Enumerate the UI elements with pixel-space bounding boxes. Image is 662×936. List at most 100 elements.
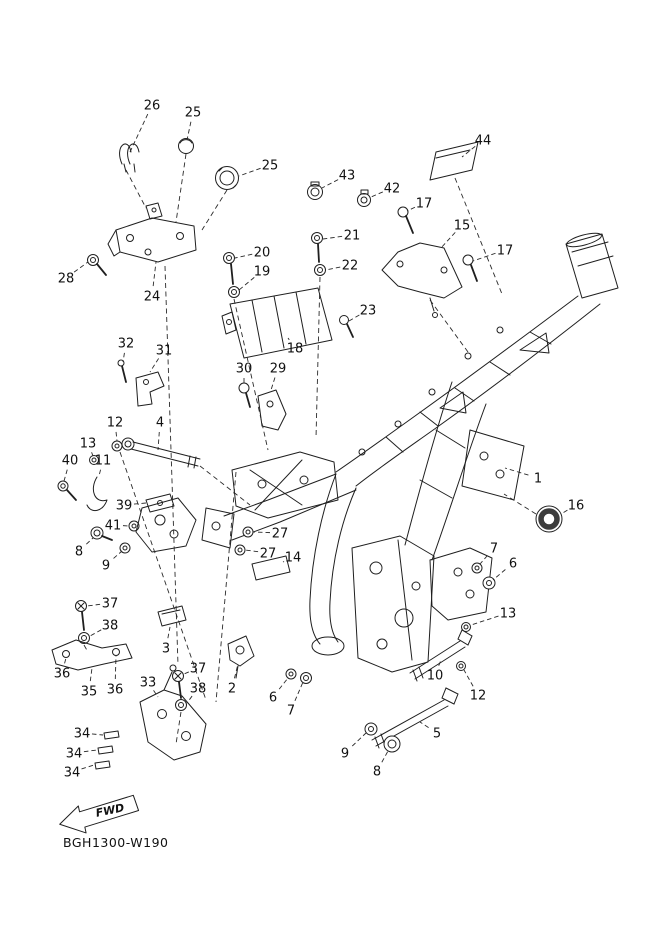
leader-line-17 [472, 252, 496, 262]
leader-line-31 [149, 358, 160, 373]
fwd-label: FWD [95, 801, 126, 820]
leader-line-8 [86, 537, 94, 545]
bracket-15 [381, 242, 463, 318]
callout-16: 16 [568, 499, 585, 514]
leader-line-34 [83, 749, 98, 753]
bolt-5 [371, 687, 459, 749]
callout-9: 9 [102, 559, 110, 574]
leader-line-8 [381, 750, 389, 763]
leader-line-12 [115, 431, 118, 442]
rivets-34 [94, 730, 120, 770]
callout-32: 32 [118, 337, 135, 352]
leader-line-34 [91, 733, 104, 736]
leader-line-13 [470, 615, 499, 626]
callout-6: 6 [509, 557, 517, 572]
callout-20: 20 [254, 246, 271, 261]
leader-line-9 [351, 732, 367, 747]
leader-line-17 [406, 206, 416, 212]
bolt-20-washer-19 [223, 252, 240, 298]
bracket-33 [139, 664, 207, 761]
leader-line-12 [463, 669, 474, 687]
leader-line-9 [113, 550, 123, 559]
leader-line-36 [114, 655, 117, 680]
washers-27 [234, 526, 254, 556]
leader-line-22 [325, 266, 341, 271]
bolt-8-left [90, 526, 113, 541]
callout-18: 18 [287, 342, 304, 357]
callout-7: 7 [490, 542, 498, 557]
callout-43: 43 [339, 169, 356, 184]
callout-6: 6 [269, 691, 277, 706]
plate-39 [145, 493, 175, 513]
leader-line-38 [186, 695, 193, 704]
leader-line-37 [86, 603, 101, 607]
leader-line-24 [152, 261, 157, 287]
swingarm-bracket [351, 535, 493, 673]
callout-40: 40 [62, 454, 79, 469]
down-tube [309, 473, 357, 656]
mount-bracket-left [135, 497, 197, 553]
callout-5: 5 [433, 727, 441, 742]
leader-line-32 [122, 352, 125, 363]
washer-12-right [456, 661, 466, 671]
leader-line-10 [438, 659, 442, 666]
bolt-40 [57, 480, 77, 501]
bracket-31 [135, 371, 165, 407]
caps-25 [178, 138, 239, 190]
callout-17: 17 [497, 244, 514, 259]
callout-9: 9 [341, 747, 349, 762]
callout-26: 26 [144, 99, 161, 114]
leader-line-11 [98, 469, 102, 477]
callout-21: 21 [344, 229, 361, 244]
callout-3: 3 [162, 642, 170, 657]
bolt-21-washer-22 [311, 232, 326, 276]
leader-line-39 [133, 502, 147, 505]
callout-23: 23 [360, 304, 377, 319]
callout-27: 27 [260, 547, 277, 562]
leader-line-14 [282, 561, 285, 563]
leader-line-27 [252, 531, 271, 534]
leader-line-20 [234, 253, 253, 259]
bolt-37-washer-38-mid [172, 670, 187, 711]
callout-30: 30 [236, 362, 253, 377]
bolt-28 [87, 254, 107, 276]
bracket-2 [227, 635, 255, 679]
leader-line-13 [91, 452, 94, 457]
leader-line-27 [244, 549, 259, 553]
callout-12: 12 [470, 689, 487, 704]
callout-10: 10 [427, 669, 444, 684]
callout-38: 38 [102, 619, 119, 634]
washer-13-left [89, 455, 99, 465]
callout-31: 31 [156, 344, 173, 359]
callout-34: 34 [74, 727, 91, 742]
callout-33: 33 [140, 676, 157, 691]
pad-3 [157, 605, 187, 627]
callout-34: 34 [66, 747, 83, 762]
leader-line-6 [492, 569, 506, 581]
fwd-arrow: FWD [59, 794, 140, 834]
leader-line-28 [73, 261, 89, 273]
leader-line-29 [270, 377, 276, 391]
callout-38: 38 [190, 682, 207, 697]
callout-22: 22 [342, 259, 359, 274]
hook-11 [86, 476, 108, 512]
callout-28: 28 [58, 272, 75, 287]
callout-25: 25 [185, 106, 202, 121]
washers-6-7-right [471, 562, 496, 590]
leader-line-23 [348, 314, 360, 322]
leader-line-26 [129, 113, 149, 153]
plate-14 [251, 555, 291, 581]
washer-13-right [461, 622, 471, 632]
bracket-24-assembly [107, 202, 197, 263]
callout-13: 13 [500, 607, 517, 622]
callout-13: 13 [80, 437, 97, 452]
leader-line-18 [287, 337, 290, 341]
callout-1: 1 [534, 472, 542, 487]
leader-line-7 [479, 555, 488, 565]
leader-line-7 [294, 681, 304, 701]
part-code: BGH1300-W190 [63, 835, 168, 850]
callout-8: 8 [75, 545, 83, 560]
leader-line-4 [157, 431, 160, 451]
